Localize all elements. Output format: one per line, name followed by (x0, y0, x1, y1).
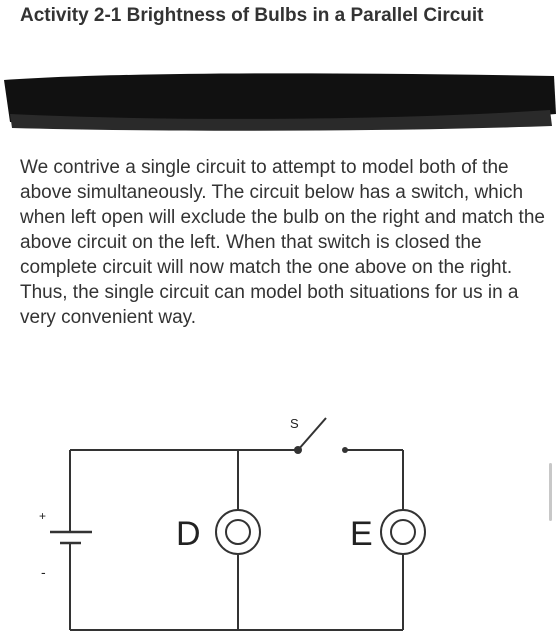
switch-lever (297, 417, 327, 451)
redaction-mark (4, 73, 556, 131)
switch-contact-right (342, 447, 348, 453)
switch-label: S (290, 416, 299, 431)
redaction-stroke (4, 73, 556, 125)
page-title: Activity 2-1 Brightness of Bulbs in a Pa… (20, 5, 484, 26)
bulb-e (380, 509, 426, 555)
bulb-e-label: E (350, 515, 373, 553)
scrollbar-thumb[interactable] (549, 463, 552, 521)
bulb-d-label: D (176, 515, 201, 553)
body-paragraph: We contrive a single circuit to attempt … (20, 157, 545, 328)
circuit-diagram: S D E + - (39, 416, 426, 631)
battery-positive-label: + (39, 509, 46, 523)
battery-negative-label: - (41, 564, 46, 580)
bulb-d (215, 509, 261, 555)
switch-contact-left (294, 446, 302, 454)
redaction-stroke-edge (10, 110, 552, 131)
